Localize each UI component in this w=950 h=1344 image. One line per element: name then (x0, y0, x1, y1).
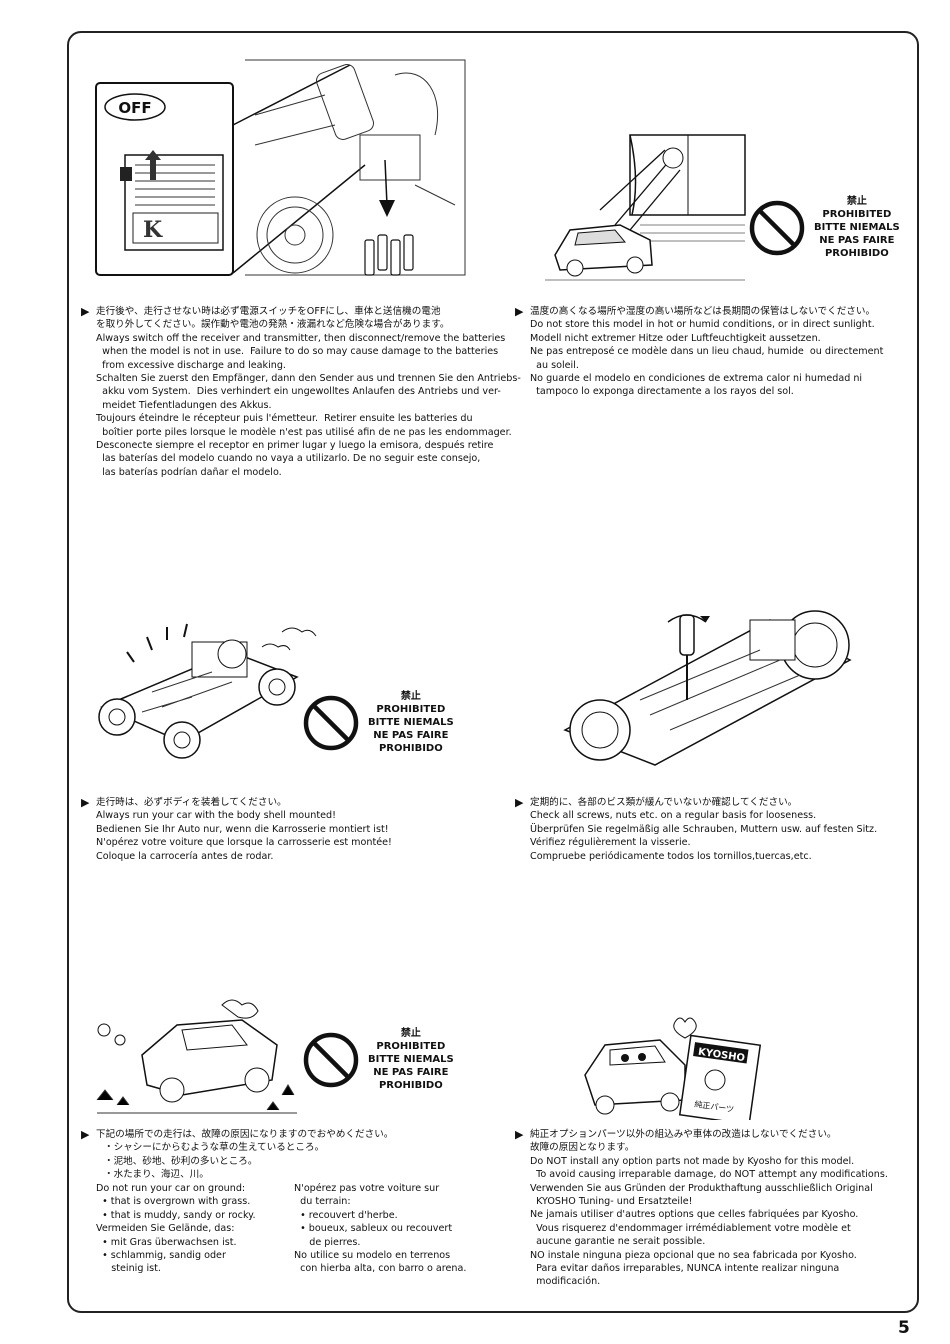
line: Vérifiez régulièrement la visserie. (530, 837, 691, 849)
off-label: OFF (118, 99, 151, 117)
line: 故障の原因となります。 (530, 1142, 635, 1154)
line: Always run your car with the body shell … (96, 810, 336, 822)
line: ・水たまり、海辺、川。 (104, 1169, 209, 1181)
line: Do not store this model in hot or humid … (530, 319, 875, 331)
prohibited-badge-3: 禁止 PROHIBITED BITTE NIEMALS NE PAS FAIRE… (302, 1027, 454, 1092)
prohibited-text-de: BITTE NIEMALS (368, 717, 454, 728)
storage-illustration (545, 134, 746, 281)
line: Überprüfen Sie regelmäßig alle Schrauben… (530, 823, 878, 835)
line: 温度の高くなる場所や湿度の高い場所などは長期間の保管はしないでください。 (530, 305, 883, 318)
line: con hierba alta, con barro o arena. (294, 1263, 467, 1275)
line: N'opérez votre voiture que lorsque la ca… (96, 837, 392, 849)
line: du terrain: (294, 1196, 351, 1208)
switch-off-text: 走行後や、走行させない時は必ず電源スイッチをOFFにし、車体と送信機の電池 を取… (96, 305, 521, 479)
line: • that is overgrown with grass. (96, 1196, 251, 1208)
line: ・シャシーにからむような草の生えているところ。 (104, 1142, 325, 1154)
line: meidet Tiefentladungen des Akkus. (96, 399, 272, 411)
line: Desconecte siempre el receptor en primer… (96, 440, 494, 452)
ground-text-col2: N'opérez pas votre voiture sur du terrai… (294, 1182, 466, 1276)
prohibited-text-en: PROHIBITED (376, 704, 446, 715)
check-screws-illustration (563, 610, 852, 766)
line: 純正オプションパーツ以外の組込みや車体の改造はしないでください。 (530, 1128, 888, 1141)
prohibited-text-de: BITTE NIEMALS (814, 222, 900, 233)
line: N'opérez pas votre voiture sur (294, 1183, 440, 1194)
line: las baterías podrían dañar el modelo. (96, 466, 282, 478)
line: ・泥地、砂地、砂利の多いところ。 (104, 1155, 258, 1167)
prohibited-text-es: PROHIBIDO (378, 1080, 443, 1091)
prohibited-text-fr: NE PAS FAIRE (819, 235, 895, 246)
line: KYOSHO Tuning- und Ersatzteile! (530, 1196, 693, 1208)
switch-off-illustration: K OFF (95, 59, 466, 276)
prohibited-badge-1: 禁止 PROHIBITED BITTE NIEMALS NE PAS FAIRE… (748, 195, 900, 260)
page-frame (67, 31, 919, 1313)
line: 下記の場所での走行は、故障の原因になりますのでおやめください。 (96, 1128, 393, 1141)
line: Para evitar daños irreparables, NUNCA in… (530, 1263, 840, 1275)
body-mounted-text: 走行時は、必ずボディを装着してください。 Always run your car… (96, 796, 392, 863)
line: To avoid causing irreparable damage, do … (530, 1169, 888, 1181)
line: No guarde el modelo en condiciones de ex… (530, 373, 863, 385)
line: 定期的に、各部のビス類が緩んでいないか確認してください。 (530, 796, 877, 809)
check-screws-text: 定期的に、各部のビス類が緩んでいないか確認してください。 Check all s… (530, 796, 877, 863)
line: Ne pas entreposé ce modèle dans un lieu … (530, 346, 884, 358)
page-number: 5 (898, 1318, 910, 1338)
ground-text: 下記の場所での走行は、故障の原因になりますのでおやめください。 ・シャシーにから… (96, 1128, 393, 1182)
prohibited-text-fr: NE PAS FAIRE (373, 1067, 449, 1078)
line: を取り外してください。誤作動や電池の発熱・液漏れなど危険な場合があります。 (96, 319, 450, 331)
line: boîtier porte piles lorsque le modèle n'… (96, 426, 512, 438)
prohibited-icon (303, 695, 359, 750)
line: akku vom System. Dies verhindert ein ung… (96, 386, 501, 398)
line: de pierres. (294, 1236, 361, 1248)
line: from excessive discharge and leaking. (96, 359, 286, 371)
line: • recouvert d'herbe. (294, 1209, 398, 1221)
svg-text:K: K (143, 217, 163, 243)
line: Ne jamais utiliser d'autres options que … (530, 1209, 859, 1221)
line: Toujours éteindre le récepteur puis l'ém… (96, 413, 473, 425)
prohibited-text-jp: 禁止 (400, 691, 421, 702)
line: Compruebe periódicamente todos los torni… (530, 850, 812, 862)
line: Modell nicht extremer Hitze oder Luftfeu… (530, 332, 821, 344)
line: Coloque la carrocería antes de rodar. (96, 850, 274, 862)
line: Do NOT install any option parts not made… (530, 1155, 855, 1167)
prohibited-text-jp: 禁止 (846, 196, 867, 207)
line: Vous risquerez d'endommager irrémédiable… (530, 1222, 851, 1234)
line: aucune garantie ne serait possible. (530, 1236, 706, 1248)
line: Check all screws, nuts etc. on a regular… (530, 810, 817, 822)
line: No utilice su modelo en terrenos (294, 1250, 451, 1262)
prohibited-text-fr: NE PAS FAIRE (373, 730, 449, 741)
prohibited-text-en: PROHIBITED (376, 1041, 446, 1052)
line: modificación. (530, 1276, 601, 1288)
prohibited-text-de: BITTE NIEMALS (368, 1054, 454, 1065)
line: Do not run your car on ground: (96, 1183, 246, 1194)
line: Schalten Sie zuerst den Empfänger, dann … (96, 373, 521, 385)
prohibited-text-es: PROHIBIDO (824, 248, 889, 259)
line: Bedienen Sie Ihr Auto nur, wenn die Karr… (96, 823, 389, 835)
kyosho-parts-illustration: KYOSHO 純正パーツ (584, 1017, 762, 1120)
line: tampoco lo exponga directamente a los ra… (530, 386, 794, 398)
line: Vermeiden Sie Gelände, das: (96, 1223, 235, 1235)
line: 走行後や、走行させない時は必ず電源スイッチをOFFにし、車体と送信機の電池 (96, 305, 521, 318)
rough-ground-illustration (96, 999, 297, 1114)
option-parts-text: 純正オプションパーツ以外の組込みや車体の改造はしないでください。 故障の原因とな… (530, 1128, 888, 1289)
line: • mit Gras überwachsen ist. (96, 1236, 237, 1248)
ground-text-col1: Do not run your car on ground: • that is… (96, 1182, 256, 1276)
prohibited-text-en: PROHIBITED (822, 209, 892, 220)
line: steinig ist. (96, 1263, 161, 1275)
line: au soleil. (530, 359, 579, 371)
line: Always switch off the receiver and trans… (96, 332, 506, 344)
line: when the model is not in use. Failure to… (96, 346, 499, 358)
no-body-illustration (98, 623, 317, 759)
line: las baterías del modelo cuando no vaya a… (96, 453, 481, 465)
prohibited-icon (303, 1032, 359, 1087)
prohibited-text-jp: 禁止 (400, 1028, 421, 1039)
line: • schlammig, sandig oder (96, 1250, 226, 1262)
line: • that is muddy, sandy or rocky. (96, 1209, 256, 1221)
line: NO instale ninguna pieza opcional que no… (530, 1249, 857, 1261)
storage-text: 温度の高くなる場所や湿度の高い場所などは長期間の保管はしないでください。 Do … (530, 305, 883, 399)
prohibited-text-es: PROHIBIDO (378, 743, 443, 754)
prohibited-badge-2: 禁止 PROHIBITED BITTE NIEMALS NE PAS FAIRE… (302, 690, 454, 755)
line: • boueux, sableux ou recouvert (294, 1223, 453, 1235)
line: 走行時は、必ずボディを装着してください。 (96, 796, 392, 809)
prohibited-icon (749, 200, 805, 255)
line: Verwenden Sie aus Gründen der Produkthaf… (530, 1182, 873, 1194)
